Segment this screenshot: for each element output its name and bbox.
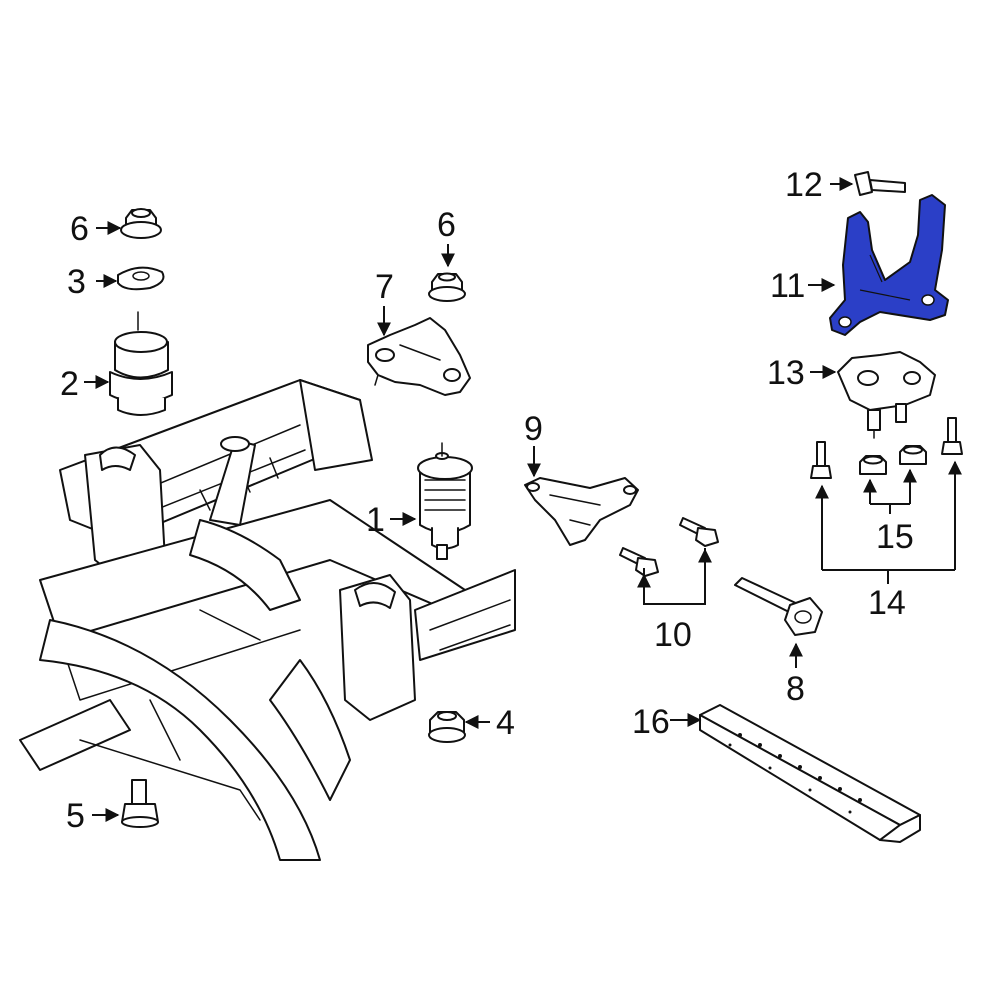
callout-2: 2	[60, 365, 79, 403]
part-1-engine-mount	[417, 442, 473, 560]
callout-6-left: 6	[70, 210, 89, 248]
callout-9: 9	[524, 410, 543, 448]
subframe-crossmember	[19, 379, 516, 861]
callout-6-center: 6	[437, 206, 456, 244]
part-13-mount	[837, 351, 936, 439]
part-11-highlighted-bracket	[829, 194, 949, 336]
callout-3: 3	[67, 263, 86, 301]
part-9-bracket	[524, 477, 639, 546]
part-8-bolt	[734, 577, 823, 636]
leader-lines	[84, 177, 962, 822]
part-15-nuts	[859, 445, 927, 475]
part-16-crossmember-bar	[699, 704, 921, 843]
callout-13: 13	[767, 354, 805, 392]
part-4-nut	[428, 711, 466, 743]
callout-14: 14	[868, 584, 906, 622]
part-11-shape	[829, 194, 949, 336]
part-3-washer	[117, 266, 165, 291]
callout-5: 5	[66, 797, 85, 835]
callout-4: 4	[496, 704, 515, 742]
callout-7: 7	[375, 268, 394, 306]
callout-10: 10	[654, 616, 692, 654]
part-6-nut-center	[428, 272, 466, 302]
part-2-engine-mount	[109, 311, 173, 416]
callout-12: 12	[785, 166, 823, 204]
callout-15: 15	[876, 518, 914, 556]
part-14-bolts	[810, 417, 963, 479]
callout-1: 1	[366, 501, 385, 539]
callout-labels: 6 3 2 6 7 1 9 10 8 12 11 13 15 14 16 4 5	[60, 166, 914, 835]
callout-11: 11	[770, 267, 805, 305]
callout-16: 16	[632, 703, 670, 741]
part-6-nut-left	[120, 208, 162, 239]
callout-8: 8	[786, 670, 805, 708]
part-10-bolts	[619, 517, 719, 577]
part-12-bolt	[854, 171, 906, 196]
part-5-bolt	[121, 779, 159, 828]
part-7-bracket	[367, 317, 471, 396]
